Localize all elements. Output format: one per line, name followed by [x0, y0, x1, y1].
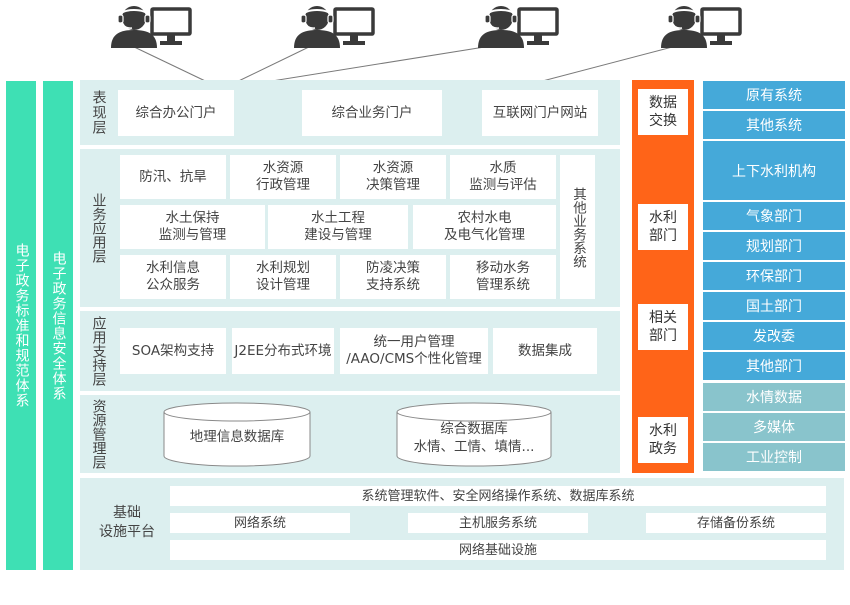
support-layer-name: 应用支持层 — [90, 316, 107, 386]
mobile-water-box: 移动水务 管理系统 — [450, 255, 556, 299]
integrated-database-label: 综合数据库 水情、工情、填情... — [413, 421, 535, 455]
user-computer-icon — [478, 6, 559, 48]
exchange-column: 数据 交换 水利 部门 相关 部门 水利 政务 — [632, 80, 694, 473]
water-dept-box: 水利 部门 — [638, 204, 688, 250]
right-item-10: 水情数据 — [703, 383, 845, 411]
other-business-box: 其他业务系统 — [560, 155, 595, 299]
user-computer-icon — [661, 6, 742, 48]
ice-decision-box: 防凌决策 支持系统 — [340, 255, 446, 299]
soa-box: SOA架构支持 — [120, 328, 226, 374]
resource-layer: 资源管理层 地理信息数据库 综合数据库 水情、工情、填情... — [80, 395, 620, 473]
data-exchange-box: 数据 交换 — [638, 89, 688, 135]
internet-portal-box: 互联网门户网站 — [482, 90, 598, 136]
office-portal-box: 综合办公门户 — [118, 90, 234, 136]
right-item-5: 规划部门 — [703, 232, 845, 260]
standards-bar: 电子政务标准和规范体系 — [6, 81, 36, 570]
rural-hydropower-box: 农村水电 及电气化管理 — [413, 205, 556, 249]
network-infra-box: 网络基础设施 — [170, 540, 826, 560]
right-item-6: 环保部门 — [703, 262, 845, 290]
host-service-box: 主机服务系统 — [408, 513, 588, 533]
water-quality-box: 水质 监测与评估 — [450, 155, 556, 199]
infrastructure-layer-name: 基础 设施平台 — [99, 505, 155, 540]
user-computer-icon — [111, 6, 192, 48]
water-admin-box: 水资源 行政管理 — [230, 155, 336, 199]
right-item-3: 上下水利机构 — [703, 141, 845, 200]
resource-layer-name: 资源管理层 — [90, 399, 107, 469]
geo-database-icon — [163, 402, 311, 467]
flood-drought-box: 防汛、抗旱 — [120, 155, 226, 199]
system-software-box: 系统管理软件、安全网络操作系统、数据库系统 — [170, 486, 826, 506]
right-item-8: 发改委 — [703, 322, 845, 350]
integrated-database-icon — [396, 402, 552, 467]
water-decision-box: 水资源 决策管理 — [340, 155, 446, 199]
right-item-1: 原有系统 — [703, 81, 845, 109]
right-item-12: 工业控制 — [703, 443, 845, 471]
data-integration-box: 数据集成 — [493, 328, 597, 374]
infrastructure-layer: 基础 设施平台 系统管理软件、安全网络操作系统、数据库系统 网络系统 主机服务系… — [80, 478, 844, 570]
user-computer-icon — [294, 6, 375, 48]
public-service-box: 水利信息 公众服务 — [120, 255, 226, 299]
support-layer: 应用支持层 SOA架构支持 J2EE分布式环境 统一用户管理 /AAO/CMS个… — [80, 311, 620, 391]
water-gov-box: 水利 政务 — [638, 417, 688, 463]
right-item-4: 气象部门 — [703, 202, 845, 230]
presentation-layer-name: 表现层 — [90, 90, 107, 135]
business-portal-box: 综合业务门户 — [302, 90, 442, 136]
j2ee-box: J2EE分布式环境 — [232, 328, 334, 374]
soil-engineering-box: 水土工程 建设与管理 — [268, 205, 408, 249]
business-layer: 业务应用层 防汛、抗旱 水资源 行政管理 水资源 决策管理 水质 监测与评估 水… — [80, 149, 620, 307]
storage-backup-box: 存储备份系统 — [646, 513, 826, 533]
right-item-11: 多媒体 — [703, 413, 845, 441]
user-management-box: 统一用户管理 /AAO/CMS个性化管理 — [340, 328, 488, 374]
security-bar-label: 电子政务信息安全体系 — [50, 250, 67, 401]
planning-design-box: 水利规划 设计管理 — [230, 255, 336, 299]
network-system-box: 网络系统 — [170, 513, 350, 533]
right-item-9: 其他部门 — [703, 352, 845, 380]
soil-conservation-box: 水土保持 监测与管理 — [120, 205, 265, 249]
security-bar: 电子政务信息安全体系 — [43, 81, 73, 570]
business-layer-name: 业务应用层 — [90, 193, 107, 263]
standards-bar-label: 电子政务标准和规范体系 — [13, 243, 30, 408]
geo-database-label: 地理信息数据库 — [189, 429, 285, 445]
right-item-7: 国土部门 — [703, 292, 845, 320]
presentation-layer: 表现层 综合办公门户 综合业务门户 互联网门户网站 — [80, 80, 620, 145]
right-item-2: 其他系统 — [703, 111, 845, 139]
related-dept-box: 相关 部门 — [638, 304, 688, 350]
